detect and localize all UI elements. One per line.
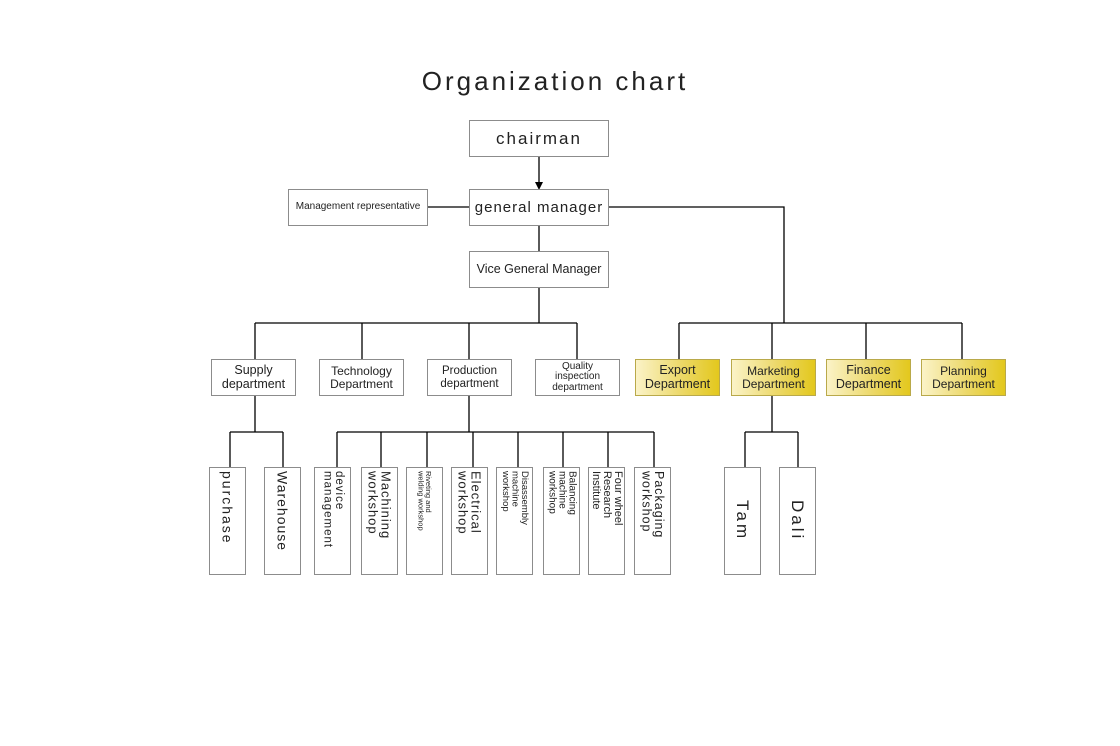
node-machining-workshop: Machining workshop — [361, 467, 398, 575]
node-vice-general-manager: Vice General Manager — [469, 251, 609, 288]
node-purchase: purchase — [209, 467, 246, 575]
node-general-manager: general manager — [469, 189, 609, 226]
node-supply-department: Supply department — [211, 359, 296, 396]
node-planning-department: Planning Department — [921, 359, 1006, 396]
node-quality-inspection-department: Quality inspection department — [535, 359, 620, 396]
node-dali: Dali — [779, 467, 816, 575]
node-chairman: chairman — [469, 120, 609, 157]
line-gm-right — [609, 206, 785, 323]
node-technology-department: Technology Department — [319, 359, 404, 396]
node-finance-department: Finance Department — [826, 359, 911, 396]
node-warehouse: Warehouse — [264, 467, 301, 575]
node-tam: Tam — [724, 467, 761, 575]
node-riveting-welding-workshop: Riveting and welding workshop — [406, 467, 443, 575]
node-packaging-workshop: Packaging workshop — [634, 467, 671, 575]
node-management-representative: Management representative — [288, 189, 428, 226]
node-four-wheel-research-institute: Four wheel Research Institute — [588, 467, 625, 575]
node-production-department: Production department — [427, 359, 512, 396]
node-balancing-machine-workshop: Balancing machine workshop — [543, 467, 580, 575]
node-disassembly-machine-workshop: Disassembly machine workshop — [496, 467, 533, 575]
node-electrical-workshop: Electrical workshop — [451, 467, 488, 575]
chart-title: Organization chart — [421, 66, 689, 96]
node-device-management: device management — [314, 467, 351, 575]
node-export-department: Export Department — [635, 359, 720, 396]
node-marketing-department: Marketing Department — [731, 359, 816, 396]
